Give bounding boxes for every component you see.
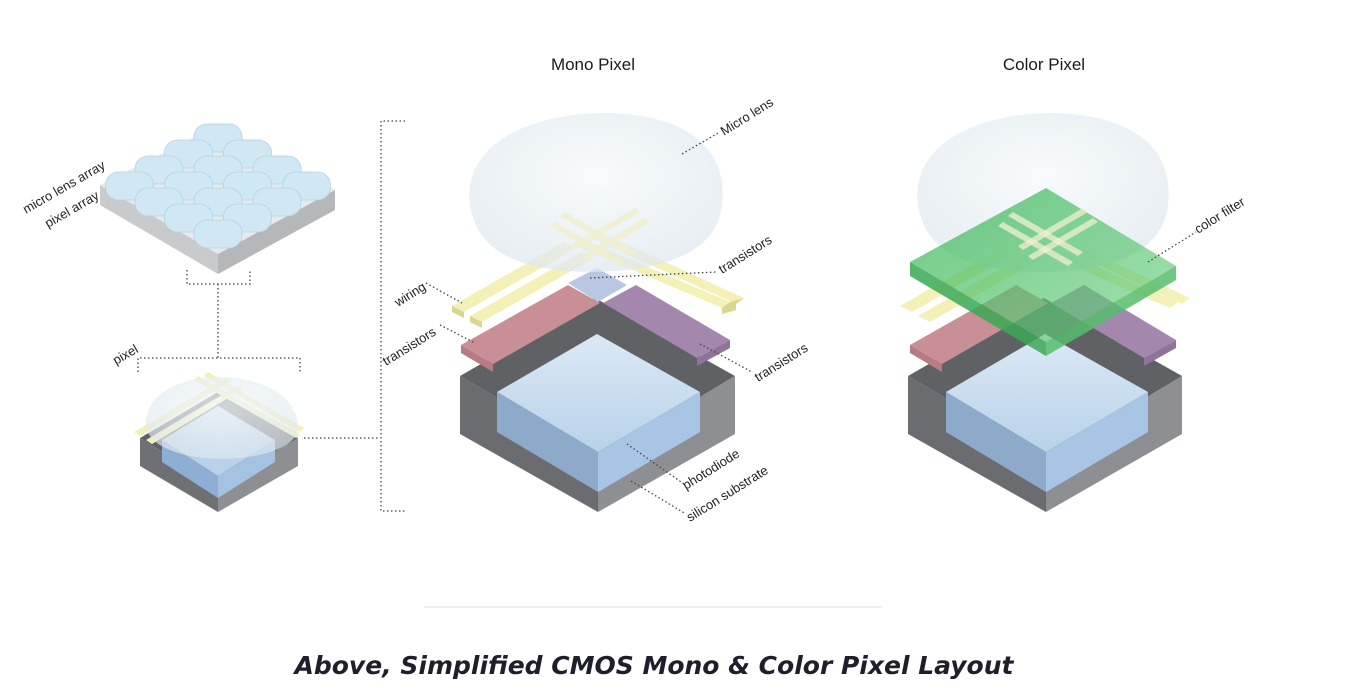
- mono-pixel-illustration: [452, 113, 744, 512]
- pixel-label: pixel: [110, 341, 141, 367]
- transistors-top-label: transistors: [716, 232, 775, 277]
- color-pixel-title: Color Pixel: [1003, 55, 1085, 74]
- transistors-right-leader: [699, 343, 753, 373]
- array-to-pixel-bracket: [186, 270, 251, 358]
- micro-lens-label: Micro lens: [718, 94, 777, 138]
- transistors-top-leader: [589, 271, 717, 279]
- transistors-left-leader: [439, 324, 476, 344]
- transistor-purple-slab: [603, 285, 730, 358]
- color-pixel-illustration: [900, 113, 1190, 512]
- transistor-red-slab: [461, 285, 600, 364]
- silicon-substrate-leader: [630, 480, 687, 515]
- wiring-leader: [425, 282, 463, 304]
- color-filter-leader: [1147, 231, 1197, 263]
- small-pixel-illustration: [134, 372, 304, 512]
- transistors-left-label: transistors: [380, 324, 439, 369]
- pixel-bracket: [137, 357, 301, 372]
- mono-pixel-bracket: [380, 120, 405, 512]
- micro-lens-bump: [193, 219, 243, 249]
- micro-lens-array-illustration: [100, 123, 335, 274]
- color-filter-plate: [910, 188, 1176, 342]
- color-filter-label: color filter: [1192, 194, 1248, 237]
- micro-lens-leader: [681, 131, 721, 155]
- mono-pixel-title: Mono Pixel: [551, 55, 635, 74]
- wiring-label: wiring: [391, 279, 429, 310]
- caption: Above, Simplified CMOS Mono & Color Pixe…: [293, 651, 1015, 680]
- transistors-right-label: transistors: [752, 340, 811, 385]
- mono-micro-lens: [469, 113, 723, 272]
